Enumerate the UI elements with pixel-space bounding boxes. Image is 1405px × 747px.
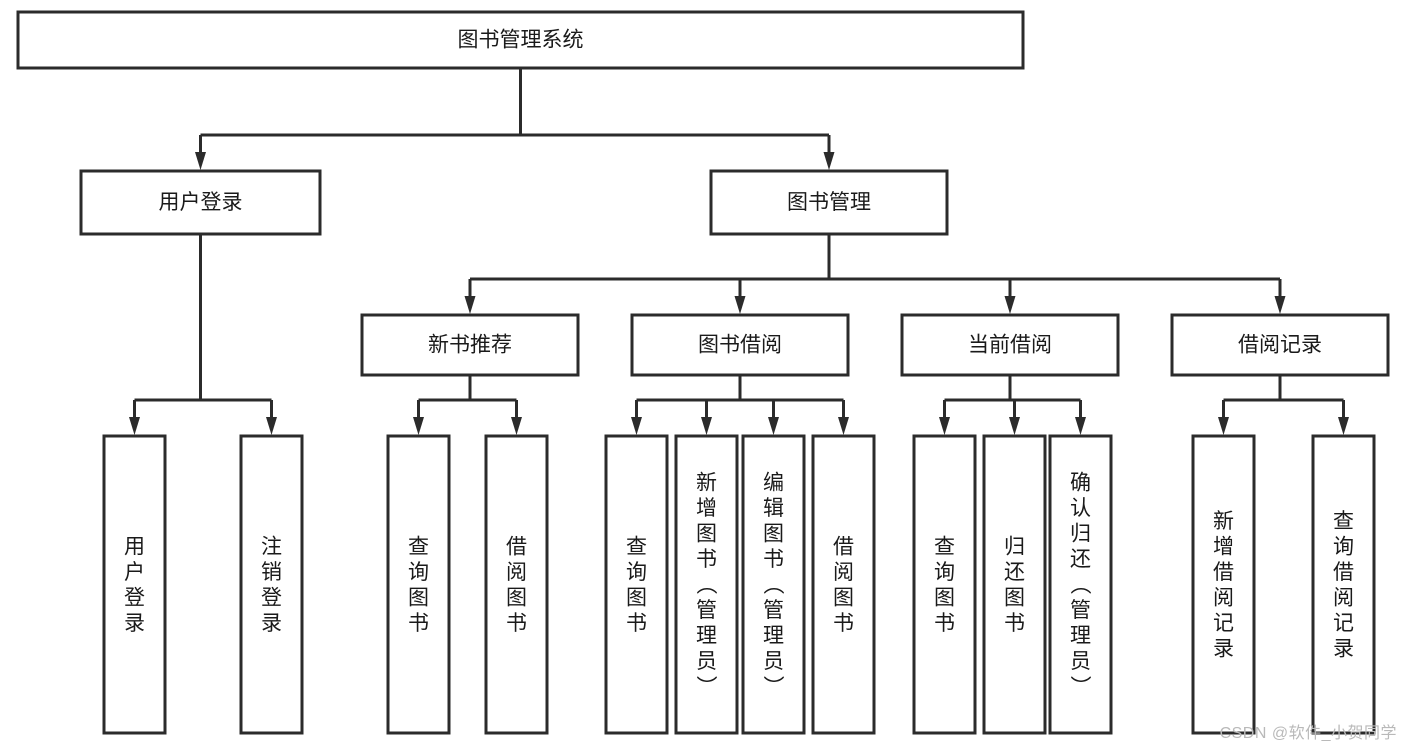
node-root[interactable]: 图书管理系统 <box>16 10 1025 70</box>
node-label: 归还图书 <box>1004 535 1025 635</box>
node-label: 用户登录 <box>124 535 145 635</box>
node-leaf-query-borrow-record[interactable]: 查询借阅记录 <box>1311 434 1376 735</box>
node-leaf-add-borrow-record[interactable]: 新增借阅记录 <box>1191 434 1256 735</box>
node-leaf-return-book[interactable]: 归还图书 <box>982 434 1047 735</box>
node-label: 图书管理 <box>787 191 871 214</box>
arrow-head-icon <box>1338 417 1349 435</box>
nodes-layer: 图书管理系统用户登录图书管理新书推荐图书借阅当前借阅借阅记录用户登录注销登录查询… <box>16 10 1390 735</box>
node-leaf-borrow-book-1[interactable]: 借阅图书 <box>484 434 549 735</box>
arrow-head-icon <box>1274 296 1286 314</box>
node-borrow-record[interactable]: 借阅记录 <box>1170 313 1390 377</box>
edges-layer <box>129 68 1349 435</box>
arrow-head-icon <box>1009 417 1020 435</box>
arrow-head-icon <box>511 417 522 435</box>
node-leaf-query-book-2[interactable]: 查询图书 <box>604 434 669 735</box>
node-book-borrow[interactable]: 图书借阅 <box>630 313 850 377</box>
csdn-watermark: CSDN @软件_小贺同学 <box>1219 725 1397 742</box>
arrow-head-icon <box>701 417 712 435</box>
node-new-book-recommend[interactable]: 新书推荐 <box>360 313 580 377</box>
arrow-head-icon <box>464 296 476 314</box>
arrow-head-icon <box>195 152 206 170</box>
node-label: 借阅图书 <box>506 535 527 635</box>
node-current-borrow[interactable]: 当前借阅 <box>900 313 1120 377</box>
node-label: 借阅记录 <box>1238 334 1322 357</box>
node-label: 编辑图书（管理员） <box>763 472 785 699</box>
arrow-head-icon <box>1075 417 1086 435</box>
node-user-login[interactable]: 用户登录 <box>79 169 322 236</box>
node-label: 新增图书（管理员） <box>696 472 718 699</box>
arrow-head-icon <box>631 417 642 435</box>
node-label: 查询图书 <box>408 535 429 635</box>
arrow-head-icon <box>266 417 277 435</box>
node-label: 查询图书 <box>626 535 647 635</box>
arrow-head-icon <box>939 417 950 435</box>
node-label: 注销登录 <box>261 535 282 635</box>
node-book-manage[interactable]: 图书管理 <box>709 169 949 236</box>
node-label: 用户登录 <box>159 191 243 214</box>
arrow-head-icon <box>413 417 424 435</box>
node-label: 查询图书 <box>934 535 955 635</box>
node-label: 查询借阅记录 <box>1333 510 1354 661</box>
node-leaf-user-login[interactable]: 用户登录 <box>102 434 167 735</box>
node-label: 图书借阅 <box>698 334 782 357</box>
arrow-head-icon <box>838 417 849 435</box>
node-label: 确认归还（管理员） <box>1070 472 1092 699</box>
node-leaf-borrow-book-2[interactable]: 借阅图书 <box>811 434 876 735</box>
node-label: 图书管理系统 <box>458 29 584 52</box>
node-label: 新增借阅记录 <box>1213 510 1234 661</box>
arrow-head-icon <box>768 417 779 435</box>
node-leaf-edit-book[interactable]: 编辑图书（管理员） <box>741 434 806 735</box>
node-leaf-confirm-return[interactable]: 确认归还（管理员） <box>1048 434 1113 735</box>
arrow-head-icon <box>734 296 746 314</box>
arrow-head-icon <box>129 417 140 435</box>
node-leaf-query-book-1[interactable]: 查询图书 <box>386 434 451 735</box>
arrow-head-icon <box>1218 417 1229 435</box>
arrow-head-icon <box>823 152 835 170</box>
node-leaf-logout-login[interactable]: 注销登录 <box>239 434 304 735</box>
node-leaf-query-book-3[interactable]: 查询图书 <box>912 434 977 735</box>
node-leaf-add-book[interactable]: 新增图书（管理员） <box>674 434 739 735</box>
node-label: 当前借阅 <box>968 334 1052 357</box>
node-label: 新书推荐 <box>428 334 512 357</box>
node-label: 借阅图书 <box>833 535 854 635</box>
arrow-head-icon <box>1004 296 1016 314</box>
